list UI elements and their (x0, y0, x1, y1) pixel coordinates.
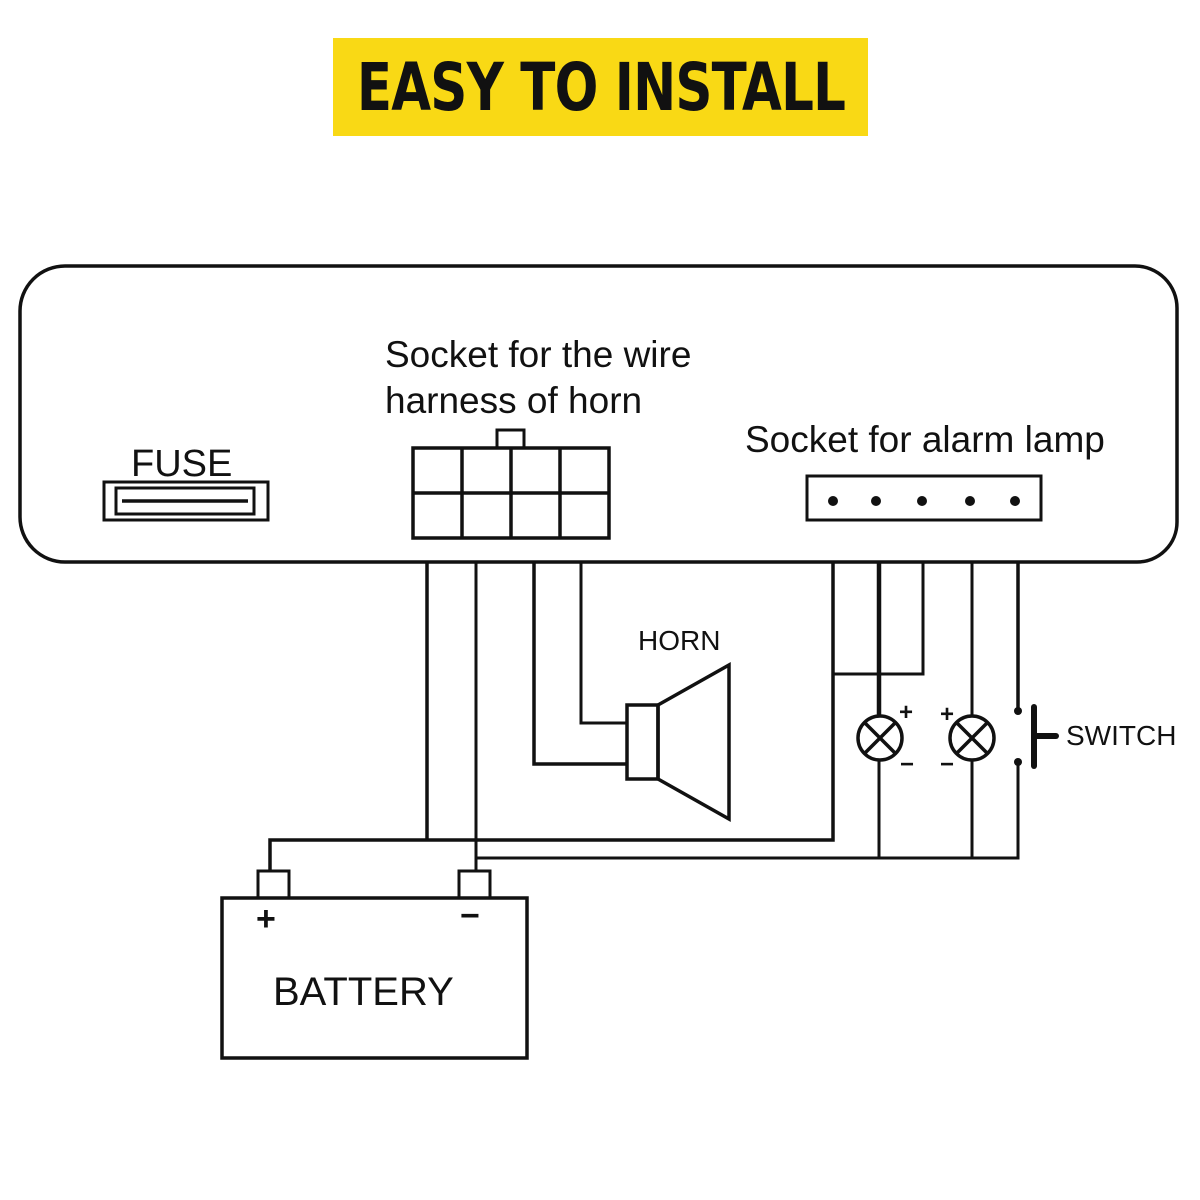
wire-lamp-joint (833, 562, 925, 676)
fuse-label: FUSE (131, 443, 232, 485)
wire-horn-1 (579, 562, 627, 725)
easy-to-install-banner: EASY TO INSTALL (333, 38, 868, 136)
horn-label: HORN (638, 625, 720, 656)
fuse-holder (102, 480, 270, 522)
switch-contact-top (1014, 707, 1022, 715)
alarm-lamp-socket (805, 474, 1043, 522)
alarm-pin (828, 496, 838, 506)
alarm-pin (871, 496, 881, 506)
horn-harness-socket (411, 428, 611, 540)
lamp1-plus-sign: + (899, 699, 913, 726)
lamp2-plus-sign: + (940, 701, 954, 728)
control-box (18, 264, 1179, 564)
alarm-pin (917, 496, 927, 506)
alarm-socket-label: Socket for alarm lamp (745, 419, 1105, 460)
switch-label: SWITCH (1066, 720, 1176, 751)
alarm-lamp-2-icon (948, 714, 996, 762)
alarm-socket-pins (828, 496, 1022, 766)
battery-label: BATTERY (273, 970, 454, 1014)
alarm-pin (1010, 496, 1020, 506)
wire-horn-2 (532, 562, 627, 766)
banner-title: EASY TO INSTALL (356, 48, 845, 126)
wire-battery-negative (474, 562, 1020, 871)
horn-socket-label-line1: Socket for the wire (385, 334, 691, 375)
wire-battery-positive (268, 562, 835, 871)
battery-icon (220, 869, 529, 1060)
battery-plus-sign: + (256, 900, 276, 938)
switch-icon (1031, 704, 1059, 769)
lamp1-minus-sign: − (900, 751, 914, 778)
alarm-lamp-1-icon (856, 714, 904, 762)
horn-icon (625, 662, 731, 822)
switch-contact-bottom (1014, 758, 1022, 766)
lamp2-minus-sign: − (940, 751, 954, 778)
horn-socket-label-line2: harness of horn (385, 380, 642, 421)
alarm-pin (965, 496, 975, 506)
battery-minus-sign: − (460, 897, 480, 935)
